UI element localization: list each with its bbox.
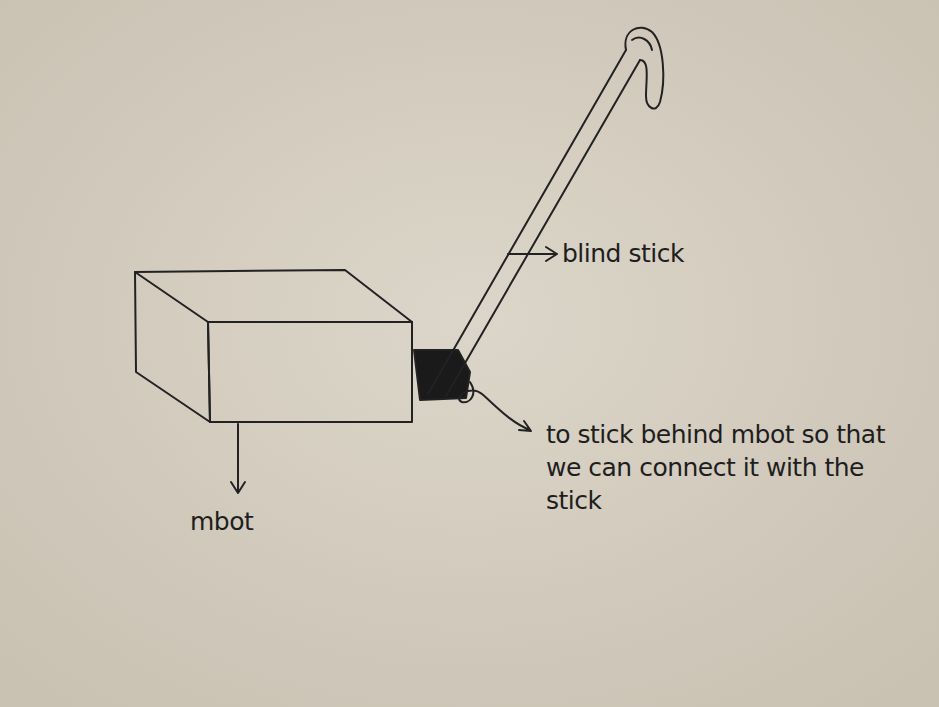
box-top-face <box>135 270 412 322</box>
stick-handle-fold <box>632 38 652 50</box>
leader-arrow <box>459 382 531 431</box>
handwritten-label: mbot <box>190 505 310 538</box>
leader-arrow <box>508 247 557 261</box>
connector-piece <box>414 350 470 400</box>
leader-arrow <box>231 424 245 493</box>
handwritten-label: to stick behind mbot so that we can conn… <box>546 418 886 517</box>
box-side-face <box>135 272 210 422</box>
handwritten-label: blind stick <box>562 237 782 270</box>
blind-stick <box>428 50 640 396</box>
box-front-face <box>208 322 412 422</box>
stick-handle-loop <box>625 28 663 109</box>
